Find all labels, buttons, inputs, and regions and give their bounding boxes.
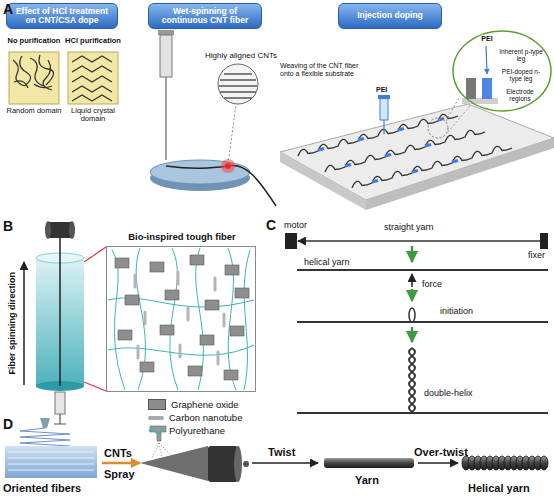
inset-oval: PEIInherent p-type legPEI-doped n-type l…: [452, 30, 552, 112]
inset-legs: [462, 46, 498, 104]
legend-text: Carbon nanotube: [169, 412, 242, 423]
domain-image: HCl purificationLiquid crystal domain: [68, 52, 118, 104]
step-label: Spray: [104, 468, 135, 481]
node-text: PEI-doped n-type leg: [498, 68, 544, 82]
panel-letter: C: [266, 217, 276, 233]
oval-outline: [453, 31, 551, 111]
panel-letter: B: [3, 218, 13, 234]
part-label: fixer: [528, 250, 545, 260]
part-label: straight yarn: [384, 222, 434, 232]
step-label: Oriented fibers: [3, 482, 81, 495]
node-heading: Effect of HCl treatment on CNT/CSA dope: [11, 7, 113, 26]
part-label: initiation: [440, 306, 473, 316]
node-heading: Bio-inspired tough fiber: [107, 232, 257, 242]
part-label: double-helix: [424, 388, 473, 398]
node-text: Inherent p-type leg: [498, 48, 544, 62]
node-text: Random domain: [1, 107, 67, 115]
legend: Graphene oxideCarbon nanotubePolyurethan…: [148, 398, 242, 437]
step-label: Helical yarn: [468, 482, 530, 495]
annotation: Weaving of the CNT fiber onto a flexible…: [280, 62, 372, 78]
twisting-process: [285, 233, 548, 413]
fiber-structure: [108, 248, 254, 390]
node-heading: No purification: [3, 37, 65, 45]
domain-image: No purificationRandom domain: [9, 52, 59, 104]
node-heading: PEI: [476, 35, 498, 43]
legend-item: Carbon nanotube: [148, 411, 242, 424]
panel-letter: A: [3, 1, 13, 17]
legend-symbol: [148, 413, 164, 423]
legend-symbol: [150, 416, 162, 420]
step-label: CNTs: [104, 447, 132, 460]
panel-header: Injection doping: [338, 3, 442, 29]
node-heading: Wet-spinning of continuous CNT fiber: [153, 7, 257, 26]
spinning-column: [24, 221, 106, 424]
panel-letter: D: [3, 416, 13, 432]
substrate-illustration: [280, 95, 554, 210]
node-heading: HCl purification: [62, 37, 124, 45]
legend-symbol: [149, 427, 164, 433]
step-label: Over-twist: [414, 446, 468, 459]
node-text: Liquid crystal domain: [60, 107, 126, 124]
part-label: force: [422, 279, 442, 289]
step-label: Yarn: [355, 474, 379, 487]
legend-item: Graphene oxide: [148, 398, 242, 411]
yarn-process: [5, 418, 548, 482]
part-label: helical yarn: [304, 257, 350, 267]
legend-swatch: [148, 399, 166, 410]
legend-text: Graphene oxide: [171, 399, 239, 410]
chemical-label: PEI: [376, 86, 387, 94]
node-heading: Injection doping: [357, 11, 423, 20]
part-label: motor: [284, 220, 307, 230]
node-text: Electrode regions: [498, 88, 542, 102]
panel-header: Effect of HCl treatment on CNT/CSA dope: [6, 3, 118, 29]
axis-label: Fiber spinning direction: [7, 263, 17, 383]
legend-text: Polyurethane: [169, 425, 225, 436]
legend-symbol: [148, 426, 164, 436]
zoom-box: Bio-inspired tough fiber: [106, 246, 256, 392]
panel-header: Wet-spinning of continuous CNT fiber: [148, 3, 262, 29]
domain-images: [9, 52, 118, 104]
annotation: Highly aligned CNTs: [205, 51, 277, 60]
step-label: Twist: [268, 446, 295, 459]
legend-item: Polyurethane: [148, 424, 242, 437]
